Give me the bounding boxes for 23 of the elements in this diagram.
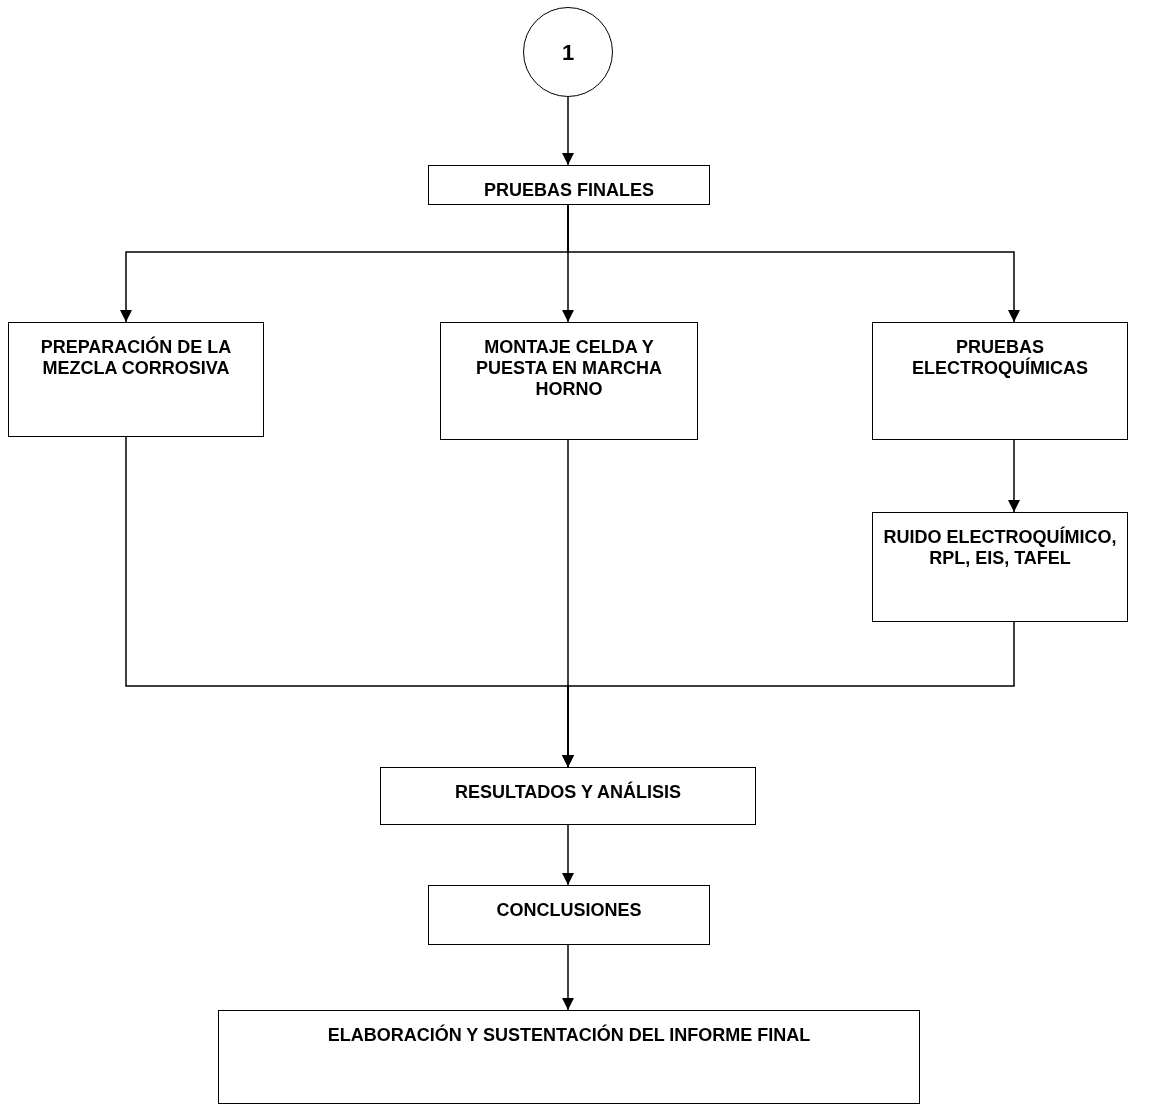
arrow [567,204,1020,323]
box-label: PREPARACIÓN DE LA MEZCLA CORROSIVA [40,337,232,378]
connector-number: 1 [561,41,575,63]
process-box [428,885,710,945]
process-box [872,512,1128,622]
process-box [218,1010,920,1104]
arrow [562,96,574,166]
box-label: MONTAJE CELDA Y PUESTA EN MARCHA HORNO [476,337,662,399]
process-box [872,322,1128,440]
process-box [380,767,756,825]
box-label: PRUEBAS ELECTROQUÍMICAS [912,337,1088,378]
arrow [562,944,574,1011]
arrow [1008,439,1020,513]
process-box [440,322,698,440]
process-box [428,165,710,205]
box-label: RUIDO ELECTROQUÍMICO, RPL, EIS, TAFEL [883,527,1117,568]
process-box [8,322,264,437]
box-label: RESULTADOS Y ANÁLISIS [455,782,681,802]
box-label: CONCLUSIONES [496,900,642,920]
box-label: PRUEBAS FINALES [484,180,654,200]
box-label: ELABORACIÓN Y SUSTENTACIÓN DEL INFORME FINAL [327,1025,811,1045]
arrow [562,621,1015,768]
arrow [562,824,574,886]
